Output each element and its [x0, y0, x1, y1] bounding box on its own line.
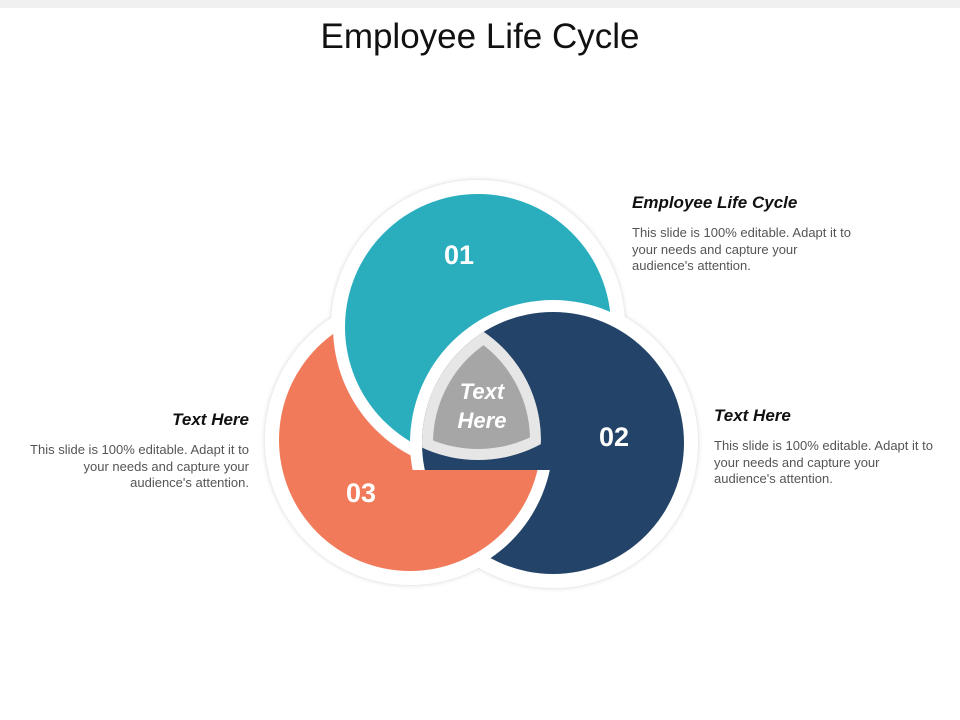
segment-03-number: 03	[346, 478, 376, 508]
center-text-line1: Text	[460, 379, 506, 404]
block-heading: Text Here	[172, 410, 249, 429]
block-heading: Text Here	[714, 406, 791, 425]
text-block-left: Text Here This slide is 100% editable. A…	[24, 410, 249, 492]
top-band	[0, 0, 960, 8]
segment-02-number: 02	[599, 422, 629, 452]
block-body: This slide is 100% editable. Adapt it to…	[714, 438, 933, 486]
block-body: This slide is 100% editable. Adapt it to…	[632, 225, 851, 273]
segment-01-number: 01	[444, 240, 474, 270]
slide-title: Employee Life Cycle	[320, 17, 640, 56]
text-block-top-right: Employee Life Cycle This slide is 100% e…	[632, 193, 857, 275]
block-body: This slide is 100% editable. Adapt it to…	[30, 442, 249, 490]
text-block-right: Text Here This slide is 100% editable. A…	[714, 406, 939, 488]
block-heading: Employee Life Cycle	[632, 193, 798, 212]
center-region	[422, 312, 541, 460]
center-text-line2: Here	[458, 408, 507, 433]
